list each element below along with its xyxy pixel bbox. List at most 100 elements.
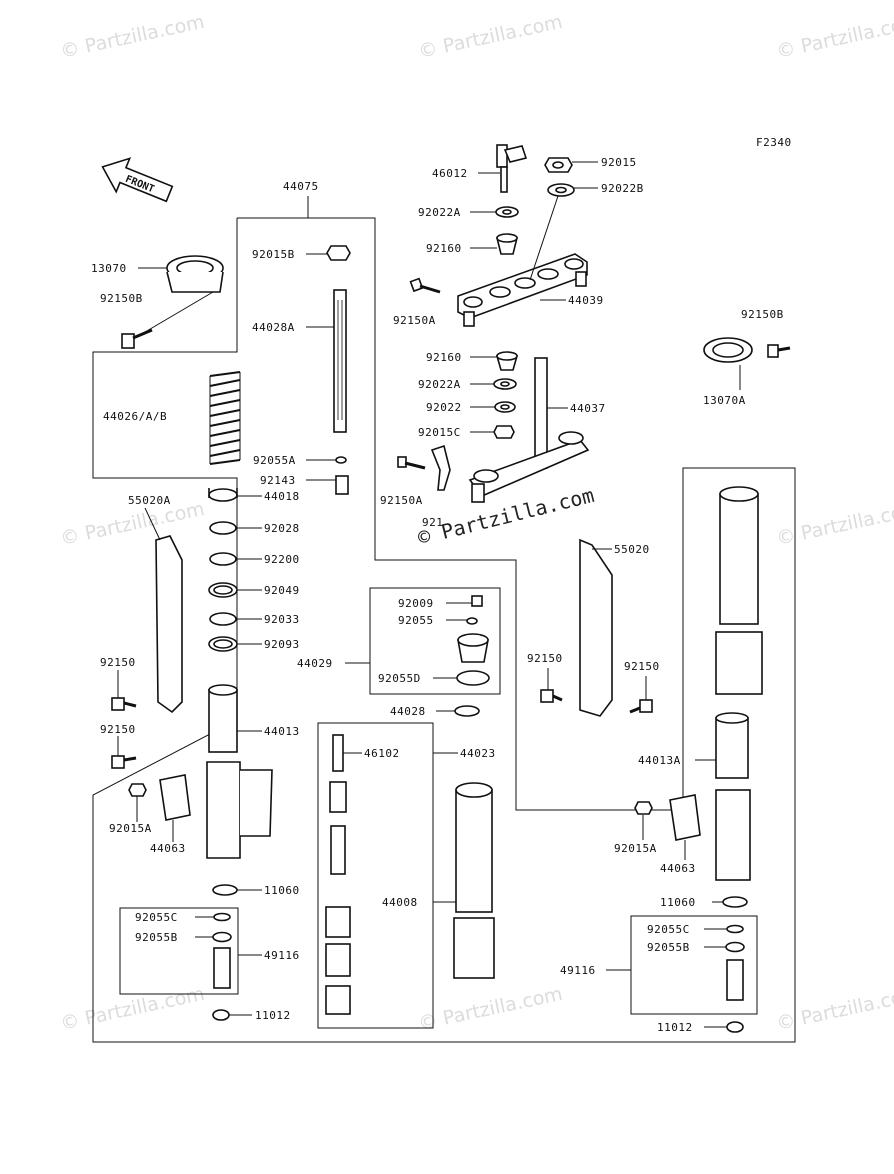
label-13070A: 13070A <box>703 394 746 407</box>
front-arrow: FRONT <box>101 157 174 203</box>
watermark-text: © Partzilla.com <box>774 983 894 1035</box>
watermark-text: © Partzilla.com <box>774 498 894 550</box>
label-92150A: 92150A <box>380 494 423 507</box>
collar-44028 <box>454 705 480 717</box>
cartridge-44023 <box>325 734 351 1015</box>
o-ring-92055B-right <box>725 941 745 953</box>
label-92015: 92015 <box>601 156 637 169</box>
label-46102: 46102 <box>364 747 400 760</box>
label-44063: 44063 <box>150 842 186 855</box>
label-92022A: 92022A <box>418 378 461 391</box>
label-92160: 92160 <box>426 242 462 255</box>
o-ring-92055A <box>335 456 347 464</box>
bolt-92150-left2 <box>111 755 137 769</box>
bolt-92150A-mid <box>397 456 426 470</box>
valve-49116-right <box>726 959 744 1001</box>
bolt-92150-right1 <box>540 689 563 703</box>
group-box-44029 <box>369 587 501 695</box>
label-92055D: 92055D <box>378 672 421 685</box>
label-92093: 92093 <box>264 638 300 651</box>
steering-stem-44037 <box>468 357 590 503</box>
label-92055B: 92055B <box>647 941 690 954</box>
fork-guard-55020A <box>155 535 183 714</box>
bolt-92150A-top <box>409 277 441 294</box>
label-92055: 92055 <box>398 614 434 627</box>
watermark-text: © Partzilla.com <box>416 983 564 1035</box>
o-ring-92055C-right <box>726 924 744 934</box>
label-44013A: 44013A <box>638 754 681 767</box>
label-44028: 44028 <box>390 705 426 718</box>
clamp-44063-left <box>159 774 191 821</box>
fork-guard-55020 <box>579 538 613 717</box>
label-92033: 92033 <box>264 613 300 626</box>
bushing-92028 <box>209 521 237 535</box>
label-44018: 44018 <box>264 490 300 503</box>
watermark-text: © Partzilla.com <box>58 983 206 1035</box>
nut-92015 <box>544 157 573 173</box>
clamp-13070 <box>166 255 224 293</box>
label-11012: 11012 <box>657 1021 693 1034</box>
bolt-92150-left1 <box>111 697 137 711</box>
bolt-92150B-left <box>121 328 153 349</box>
label-92015A: 92015A <box>614 842 657 855</box>
label-92022B: 92022B <box>601 182 644 195</box>
label-44075: 44075 <box>283 180 319 193</box>
clamp-13070A <box>703 337 753 363</box>
retaining-ring-92033 <box>209 612 237 626</box>
washer-92200 <box>209 552 237 566</box>
label-44026: 44026/A/B <box>103 410 167 423</box>
nut-92015A-right <box>634 801 653 815</box>
group-box-44023 <box>317 722 434 1029</box>
washer-11060-left <box>212 884 238 896</box>
label-92022A: 92022A <box>418 206 461 219</box>
label-55020: 55020 <box>614 543 650 556</box>
watermark-text: © Partzilla.com <box>58 11 206 63</box>
leaders <box>117 161 741 1028</box>
label-92150B: 92150B <box>741 308 784 321</box>
label-44039: 44039 <box>568 294 604 307</box>
clamp-44063-right <box>669 794 701 841</box>
right-inner-tube <box>715 486 763 695</box>
label-921: 921 <box>422 516 443 529</box>
label-44013: 44013 <box>264 725 300 738</box>
o-ring-92055C-left <box>213 912 231 922</box>
rod-44028A <box>333 289 347 433</box>
oil-seal-92049 <box>208 582 238 598</box>
plug-11012-right <box>726 1021 744 1033</box>
label-92150B: 92150B <box>100 292 143 305</box>
label-92200: 92200 <box>264 553 300 566</box>
group-box-49116-right <box>630 915 758 1015</box>
label-92160: 92160 <box>426 351 462 364</box>
collar-92160-top <box>495 233 519 255</box>
label-92150A: 92150A <box>393 314 436 327</box>
label-92055C: 92055C <box>647 923 690 936</box>
cap-assy-44029 <box>456 595 490 686</box>
spacer-92143 <box>335 475 349 495</box>
bolt-92150B-right <box>767 344 791 358</box>
label-92150: 92150 <box>100 723 136 736</box>
label-92009: 92009 <box>398 597 434 610</box>
inner-tube-44008 <box>453 782 495 979</box>
outer-tube-44013 <box>206 684 273 859</box>
label-92015C: 92015C <box>418 426 461 439</box>
washer-92022A-top <box>495 206 519 218</box>
label-92055B: 92055B <box>135 931 178 944</box>
label-44008: 44008 <box>382 896 418 909</box>
watermark-text: © Partzilla.com <box>416 11 564 63</box>
nut-92015A-left <box>128 783 147 797</box>
label-92049: 92049 <box>264 584 300 597</box>
washer-11060-right <box>722 896 748 908</box>
label-44028A: 44028A <box>252 321 295 334</box>
upper-bracket-44039 <box>457 253 588 327</box>
label-44037: 44037 <box>570 402 606 415</box>
label-92150: 92150 <box>624 660 660 673</box>
label-49116: 49116 <box>560 964 596 977</box>
label-92143: 92143 <box>260 474 296 487</box>
washer-92022 <box>494 401 516 413</box>
group-box-49116-left <box>119 907 239 995</box>
label-11060: 11060 <box>264 884 300 897</box>
label-49116: 49116 <box>264 949 300 962</box>
label-92150: 92150 <box>527 652 563 665</box>
label-46012: 46012 <box>432 167 468 180</box>
